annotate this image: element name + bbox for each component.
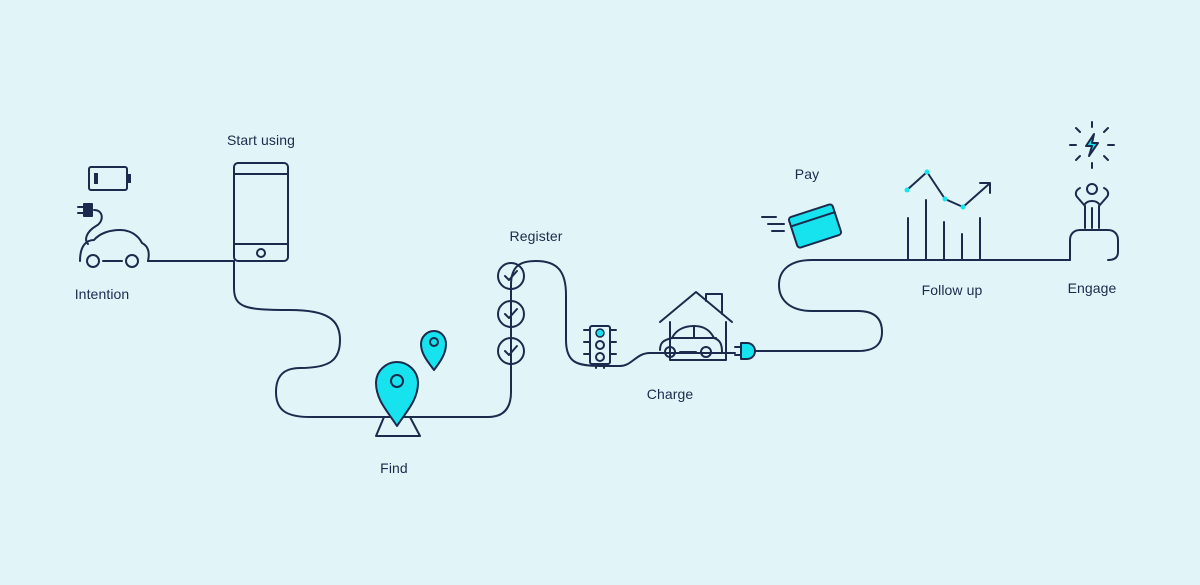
checklist-icon (497, 262, 525, 365)
step-label-intention: Intention (74, 286, 130, 302)
car-charging-icon (77, 203, 150, 268)
battery-low-icon (88, 166, 131, 191)
growth-chart-icon (904, 169, 991, 261)
credit-card-icon (761, 203, 843, 249)
step-label-start-using: Start using (226, 132, 296, 148)
step-label-follow-up: Follow up (921, 282, 983, 298)
step-label-charge: Charge (646, 386, 694, 402)
traffic-light-icon (583, 325, 617, 369)
home-charging-icon (659, 291, 733, 361)
plug-icon (734, 342, 756, 360)
map-pin-icon (375, 330, 447, 437)
step-label-engage: Engage (1067, 280, 1117, 296)
celebrating-person-icon (1069, 183, 1119, 261)
step-label-find: Find (380, 460, 408, 476)
step-label-register: Register (509, 228, 563, 244)
energy-burst-icon (1069, 121, 1115, 169)
journey-path-2 (752, 259, 1071, 352)
smartphone-icon (233, 162, 289, 262)
step-label-pay: Pay (794, 166, 820, 182)
